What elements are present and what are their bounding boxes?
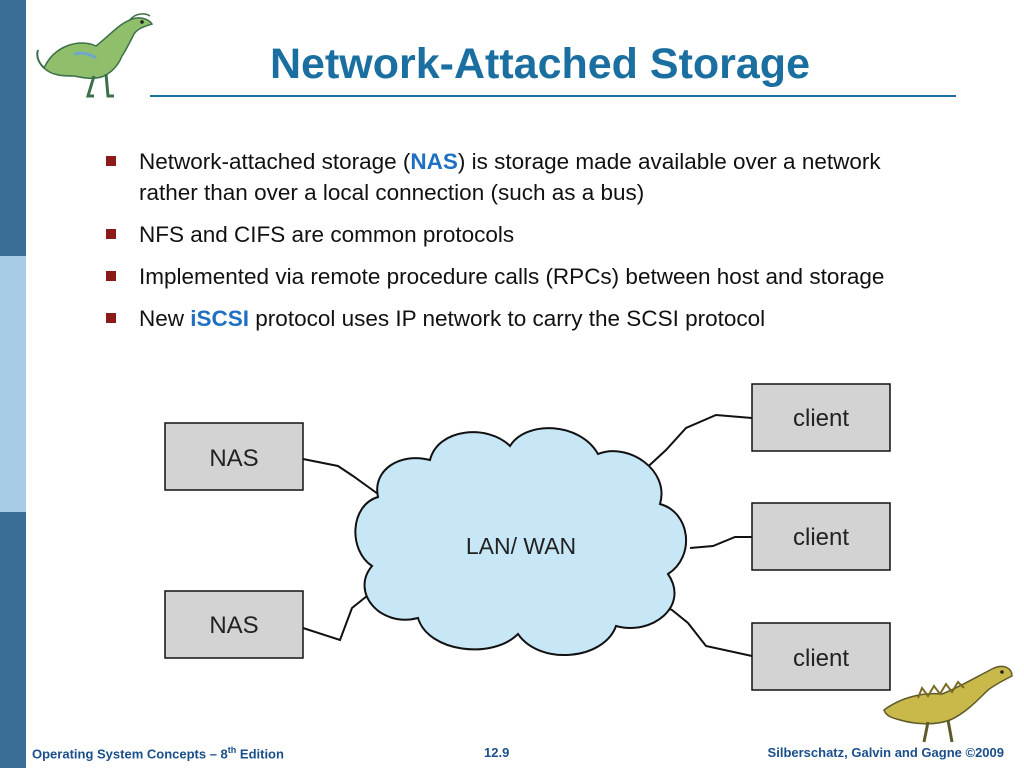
bullet-square-icon [106,229,116,239]
title-underline [150,95,956,97]
link-client-top [639,413,753,475]
bullet-text: Implemented via remote procedure calls (… [139,264,885,289]
bullet-item: NFS and CIFS are common protocols [104,219,924,250]
bullet-square-icon [106,156,116,166]
dinosaur-bottom-right-icon [883,665,1013,743]
sidebar-segment-bottom [0,512,26,768]
slide-title: Network-Attached Storage [270,40,810,88]
nas-label: NAS [209,612,258,639]
bullet-square-icon [106,271,116,281]
bullet-text: New [139,306,191,331]
nas-label: NAS [209,445,258,472]
footer-book-title: Operating System Concepts – 8th Edition [32,745,284,761]
dinosaur-top-left-icon [36,13,154,98]
link-client-bottom [635,595,753,657]
link-client-middle [689,536,752,549]
bullet-highlight: iSCSI [190,306,250,331]
sidebar-segment-middle [0,256,26,512]
bullet-text: ) is storage made available over a netwo… [139,149,881,205]
link-nas-top [302,458,379,495]
bullet-item: Network-attached storage (NAS) is storag… [104,146,924,208]
bullet-item: New iSCSI protocol uses IP network to ca… [104,303,924,334]
connection-lines [302,413,753,657]
client-label: client [793,405,849,432]
bullet-text: Network-attached storage ( [139,149,411,174]
client-label: client [793,645,849,672]
client-box: client [751,502,891,571]
client-box: client [751,622,891,691]
footer-authors: Silberschatz, Galvin and Gagne ©2009 [767,745,1004,760]
cloud-label: LAN/ WAN [466,533,576,559]
footer-book-prefix: Operating System Concepts – 8 [32,746,228,762]
client-label: client [793,524,849,551]
footer-book-suffix: Edition [236,746,284,762]
nas-box: NAS [164,590,304,659]
footer-page-number: 12.9 [484,745,510,760]
bullet-item: Implemented via remote procedure calls (… [104,261,924,292]
bullet-list: Network-attached storage (NAS) is storag… [104,146,924,345]
sidebar-segment-top [0,0,26,256]
footer-book-sup: th [227,745,237,755]
link-nas-bottom [302,591,373,642]
bullet-text: NFS and CIFS are common protocols [139,222,515,247]
nas-box: NAS [164,422,304,491]
bullet-text: protocol uses IP network to carry the SC… [249,306,766,331]
bullet-square-icon [106,313,116,323]
left-sidebar [0,0,26,768]
lan-wan-cloud [354,427,688,656]
client-box: client [751,383,891,452]
bullet-highlight: NAS [410,149,458,174]
